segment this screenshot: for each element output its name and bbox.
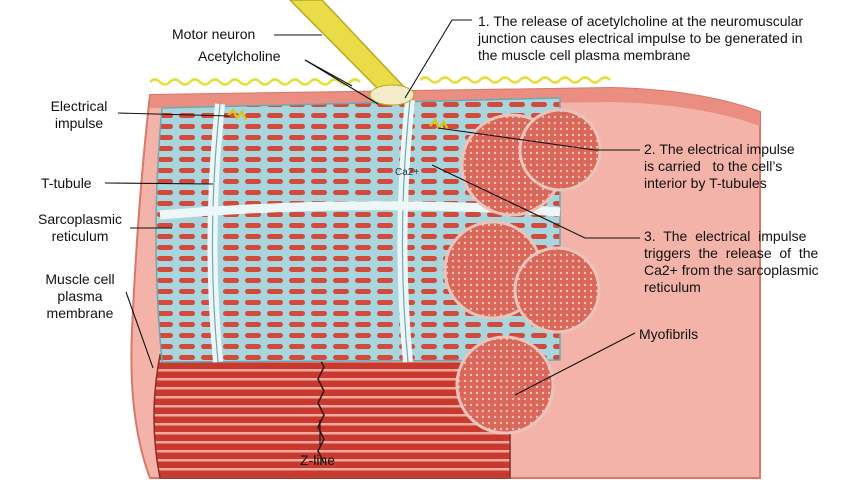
label-electrical-impulse-line1: Electrical: [50, 98, 108, 114]
step3-line4: reticulum: [644, 279, 701, 295]
leader-step1: [404, 19, 472, 99]
electrical-impulse-marker-left: [227, 107, 248, 121]
step1-line2: junction causes electrical impulse to be…: [478, 30, 803, 46]
step3-line2: triggers the release of the: [644, 245, 819, 261]
label-membrane-line1: Muscle cell: [45, 271, 115, 287]
label-membrane-line3: membrane: [46, 305, 114, 321]
leader-t-tubule: [104, 182, 214, 185]
plasma-membrane-surface: [150, 88, 760, 126]
label-electrical-impulse: Electrical impulse: [36, 98, 122, 132]
myofibril-end-4: [513, 246, 601, 334]
ca2-marker: Ca2+: [395, 167, 419, 178]
label-electrical-impulse-line2: impulse: [54, 115, 104, 131]
label-acetylcholine: Acetylcholine: [198, 48, 281, 64]
label-sarcoplasmic-reticulum: Sarcoplasmic reticulum: [30, 211, 130, 245]
label-membrane-line2: plasma: [57, 288, 103, 304]
acetylcholine-wave: [149, 76, 611, 86]
label-sarcoplasmic-line2: reticulum: [51, 228, 109, 244]
t-tubule-right-edge: [401, 99, 411, 363]
step3-line3: Ca2+ from the sarcoplasmic: [644, 262, 819, 278]
leader-lines: [104, 19, 640, 445]
t-tubule-left-edge: [211, 103, 221, 363]
label-t-tubule: T-tubule: [41, 175, 92, 191]
step2-annotation: 2. The electrical impulse is carried to …: [644, 141, 795, 192]
label-myofibrils: Myofibrils: [639, 326, 699, 342]
step2-line1: 2. The electrical impulse: [644, 141, 795, 157]
muscle-fiber-bottom: [153, 354, 511, 479]
neuromuscular-junction: [369, 84, 415, 106]
myofibril-end-5: [455, 335, 555, 435]
step2-line2: is carried to the cell’s: [644, 158, 783, 174]
leader-step3: [431, 164, 640, 239]
label-motor-neuron: Motor neuron: [172, 26, 256, 42]
label-sarcoplasmic-line1: Sarcoplasmic: [37, 211, 123, 227]
step1-line1: 1. The release of acetylcholine at the n…: [478, 13, 804, 29]
leader-plasma-membrane: [125, 291, 154, 369]
step3-annotation: 3. The electrical impulse triggers the r…: [644, 228, 819, 296]
z-line-shape: [317, 354, 325, 464]
myofibril-end-2: [518, 108, 602, 192]
leader-myofibrils: [514, 332, 636, 396]
label-z-line: Z-line: [300, 452, 336, 468]
motor-neuron-axon: [288, 0, 407, 97]
step1-line3: the muscle cell plasma membrane: [478, 47, 691, 63]
label-muscle-cell-plasma-membrane: Muscle cell plasma membrane: [30, 271, 130, 322]
leader-electrical-impulse: [117, 112, 231, 117]
leader-step2: [437, 127, 640, 151]
leader-acetylcholine-b: [304, 59, 379, 105]
step2-line3: interior by T-tubules: [644, 175, 767, 191]
step1-annotation: 1. The release of acetylcholine at the n…: [478, 13, 803, 64]
step3-line1: 3. The electrical impulse: [644, 228, 807, 244]
